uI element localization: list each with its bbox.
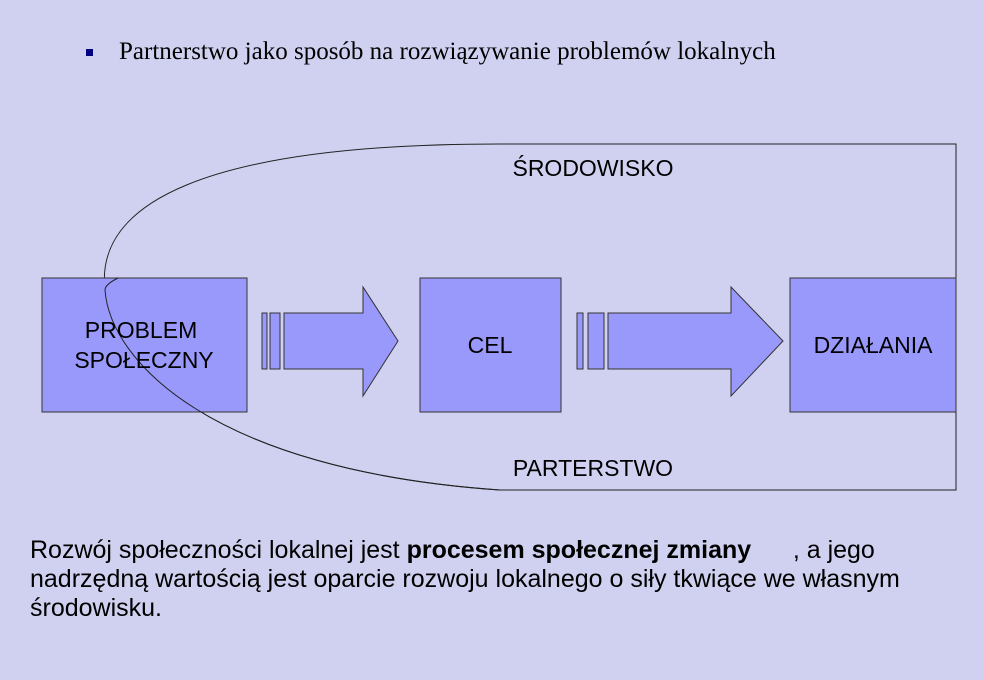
- environment-curve-overlay: [104, 289, 501, 491]
- paragraph-part2: , a jego nadrzędną wartością jest oparci…: [30, 536, 907, 622]
- summary-paragraph: Rozwój społeczności lokalnej jest proces…: [30, 536, 960, 623]
- goal-box: [419, 277, 562, 413]
- square-bullet-icon: [86, 48, 93, 56]
- arrow-goal-to-actions: [576, 285, 784, 398]
- problem-box-label-line1: PROBLEM: [85, 317, 197, 343]
- goal-box-label: CEL: [468, 332, 513, 358]
- paragraph-part1: Rozwój społeczności lokalnej jest: [30, 536, 407, 564]
- arrow-problem-to-goal: [261, 285, 399, 398]
- slide-heading: Partnerstwo jako sposób na rozwiązywanie…: [119, 38, 776, 65]
- slide-bullet-item: Partnerstwo jako sposób na rozwiązywanie…: [86, 38, 776, 66]
- problem-box-label-line2: SPOŁECZNY: [74, 347, 213, 373]
- paragraph-bold: procesem społecznej zmiany: [406, 536, 752, 564]
- actions-box-label: DZIAŁANIA: [814, 332, 934, 358]
- partnership-label: PARTERSTWO: [513, 455, 673, 481]
- environment-label: ŚRODOWISKO: [512, 154, 673, 181]
- environment-curve-overlay-top: [104, 277, 119, 291]
- actions-box: [789, 277, 957, 413]
- problem-box: [41, 277, 248, 413]
